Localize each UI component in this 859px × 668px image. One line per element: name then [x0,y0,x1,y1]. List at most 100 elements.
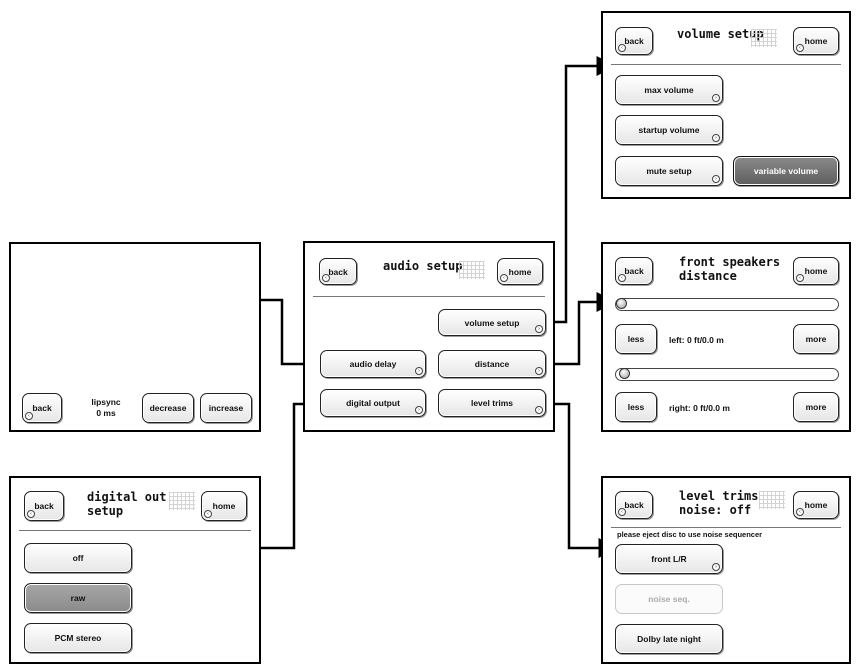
home-button[interactable]: home ‹ [201,491,247,521]
grid-decoration [759,491,785,509]
page-title-line2: distance [679,269,737,283]
audio-setup-screen: back ‹ audio setup home ‹ volume setup ›… [303,241,555,432]
header-divider [611,64,841,65]
arrow-volume-setup [545,56,617,324]
less-label: less [627,334,645,344]
increase-label: increase [208,403,244,413]
forward-arrow-icon: › [415,367,423,375]
left-more-button[interactable]: more [793,324,839,354]
audio-delay-button[interactable]: audio delay › [320,350,426,378]
mute-setup-label: mute setup [646,166,692,176]
pcm-stereo-option-button[interactable]: PCM stereo [24,623,132,653]
forward-arrow-icon: › [535,406,543,414]
page-title-line2: setup [87,504,124,518]
home-label: home [212,501,236,511]
audio-delay-screen: back ‹ lipsync 0 ms decrease increase [9,242,261,432]
home-button[interactable]: home ‹ [793,257,839,285]
arrow-distance [545,292,617,366]
home-label: home [804,36,828,46]
forward-arrow-icon: › [712,134,720,142]
home-button[interactable]: home ‹ [793,491,839,519]
header-divider [19,530,251,531]
increase-button[interactable]: increase [200,393,252,423]
variable-volume-button[interactable]: variable volume [733,156,839,186]
pcm-stereo-label: PCM stereo [54,633,102,643]
right-less-button[interactable]: less [615,392,657,422]
back-button[interactable]: back ‹ [24,491,64,521]
distance-screen: back ‹ front speakers distance home ‹ le… [601,242,851,432]
front-lr-button[interactable]: front L/R › [615,544,723,574]
back-button[interactable]: back ‹ [615,257,653,285]
less-label: less [627,402,645,412]
left-less-button[interactable]: less [615,324,657,354]
noise-notice: please eject disc to use noise sequencer [617,530,763,539]
back-arrow-icon: ‹ [618,44,626,52]
lipsync-label: lipsync [91,397,121,407]
raw-label: raw [70,593,86,603]
back-arrow-icon: ‹ [322,274,330,282]
page-title: volume setup [677,27,764,41]
raw-option-button[interactable]: raw [24,583,132,613]
home-button[interactable]: home ‹ [793,27,839,55]
level-trims-label: level trims [470,398,514,408]
variable-volume-label: variable volume [753,166,819,176]
startup-volume-button[interactable]: startup volume › [615,115,723,145]
page-title-line1: front speakers [679,255,781,269]
right-distance-value: right: 0 ft/0.0 m [669,403,730,413]
back-button[interactable]: back ‹ [22,393,62,423]
dolby-late-night-button[interactable]: Dolby late night [615,624,723,654]
forward-arrow-icon: › [712,94,720,102]
home-arrow-icon: ‹ [796,44,804,52]
digital-out-screen: back ‹ digital out setup home ‹ off raw … [9,476,261,664]
slider-knob[interactable] [619,368,630,379]
noise-seq-button: noise seq. [615,584,723,614]
mute-setup-button[interactable]: mute setup › [615,156,723,186]
home-label: home [508,266,532,277]
left-distance-slider[interactable] [615,298,839,311]
forward-arrow-icon: › [712,563,720,571]
front-lr-label: front L/R [651,554,687,564]
home-arrow-icon: ‹ [500,274,508,282]
level-trims-screen: back ‹ level trims noise: off home ‹ ple… [601,476,851,664]
home-label: home [804,266,828,276]
back-label: back [328,266,348,277]
back-button[interactable]: back ‹ [319,258,357,285]
home-arrow-icon: ‹ [796,508,804,516]
back-label: back [624,36,644,46]
forward-arrow-icon: › [712,175,720,183]
noise-seq-label: noise seq. [648,594,690,604]
level-trims-button[interactable]: level trims › [438,389,546,417]
back-arrow-icon: ‹ [27,510,35,518]
dolby-late-night-label: Dolby late night [637,634,701,644]
digital-output-label: digital output [346,398,400,408]
grid-decoration [169,492,195,510]
decrease-button[interactable]: decrease [142,393,194,423]
back-label: back [624,266,644,276]
max-volume-button[interactable]: max volume › [615,75,723,105]
header-divider [313,296,545,297]
off-label: off [72,553,84,563]
back-button[interactable]: back ‹ [615,27,653,55]
back-label: back [34,501,54,511]
grid-decoration [459,261,485,279]
back-button[interactable]: back ‹ [615,491,653,519]
home-button[interactable]: home ‹ [497,258,543,285]
right-more-button[interactable]: more [793,392,839,422]
back-label: back [32,403,52,413]
back-arrow-icon: ‹ [25,412,33,420]
back-arrow-icon: ‹ [618,508,626,516]
page-title-line1: digital out [87,490,167,504]
volume-setup-label: volume setup [464,317,520,328]
volume-setup-button[interactable]: volume setup › [438,309,546,336]
more-label: more [805,334,827,344]
digital-output-button[interactable]: digital output › [320,389,426,417]
volume-setup-screen: back ‹ volume setup home ‹ max volume › … [601,11,851,199]
distance-button[interactable]: distance › [438,350,546,378]
left-distance-value: left: 0 ft/0.0 m [669,335,724,345]
page-title-line2: noise: off [679,503,752,517]
right-distance-slider[interactable] [615,368,839,381]
header-divider [611,527,841,528]
home-label: home [804,500,828,510]
off-option-button[interactable]: off [24,543,132,573]
slider-knob[interactable] [616,298,627,309]
